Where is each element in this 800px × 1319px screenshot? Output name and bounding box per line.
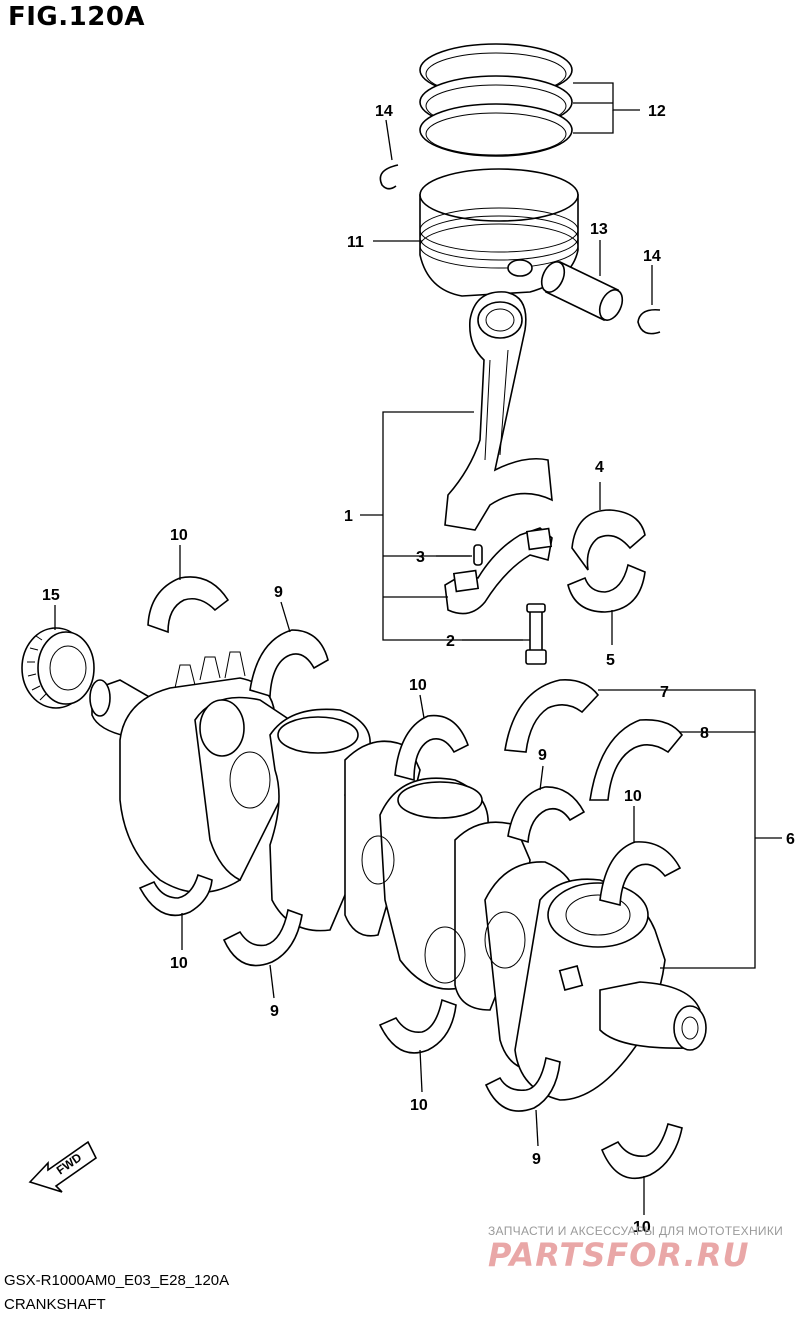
callout-labels: 1 2 3 4 5 6 7 8 9 9 9 9 10 10 10 10 10 1… xyxy=(42,103,795,1236)
callout-10-top: 10 xyxy=(170,527,188,544)
thrust-bearing-7[interactable] xyxy=(504,678,600,753)
main-bearing-9-top[interactable] xyxy=(249,629,329,698)
callout-8: 8 xyxy=(700,725,709,742)
main-bearing-10-right[interactable] xyxy=(599,841,682,907)
watermark-text: ЗАПЧАСТИ И АКСЕССУАРЫ ДЛЯ МОТОТЕХНИКИ xyxy=(488,1224,784,1238)
diagram-name: CRANKSHAFT xyxy=(4,1296,106,1313)
callout-10-lower-left: 10 xyxy=(170,955,188,972)
main-bearing-9-lower-left[interactable] xyxy=(222,908,303,967)
diagram-code: GSX-R1000AM0_E03_E28_120A xyxy=(4,1272,230,1289)
callout-10-bottom: 10 xyxy=(633,1219,651,1236)
conrod-bearing-upper[interactable] xyxy=(571,509,646,571)
callout-10-right: 10 xyxy=(624,788,642,805)
crankshaft[interactable] xyxy=(89,651,707,1101)
callout-1: 1 xyxy=(344,508,353,525)
piston-pin[interactable] xyxy=(537,258,627,323)
fwd-arrow-icon: FWD xyxy=(28,1140,98,1193)
main-bearing-9-mid[interactable] xyxy=(507,786,586,844)
thrust-bearing-8[interactable] xyxy=(589,718,684,801)
callout-6: 6 xyxy=(786,831,795,848)
main-bearing-10-lower-left[interactable] xyxy=(138,873,213,917)
callout-3: 3 xyxy=(416,549,425,566)
callout-9-lower-right: 9 xyxy=(532,1151,541,1168)
callout-14-upper: 14 xyxy=(375,103,393,120)
callout-11: 11 xyxy=(347,234,364,251)
callout-9-mid: 9 xyxy=(538,747,547,764)
rod-bolt[interactable] xyxy=(525,603,547,665)
figure-title: FIG.120A xyxy=(8,2,146,32)
watermark-logo[interactable]: PARTSFOR.RU xyxy=(488,1236,750,1274)
connecting-rod-cap[interactable] xyxy=(444,527,553,615)
callout-10-lower-mid: 10 xyxy=(410,1097,428,1114)
crank-gear[interactable] xyxy=(21,627,95,709)
callout-10-mid: 10 xyxy=(409,677,427,694)
callout-2: 2 xyxy=(446,633,455,650)
conrod-bearing-lower[interactable] xyxy=(567,563,646,613)
callout-7: 7 xyxy=(660,684,669,701)
callout-14-lower: 14 xyxy=(643,248,661,265)
main-bearing-10-top[interactable] xyxy=(147,576,230,634)
callout-15: 15 xyxy=(42,587,60,604)
callout-12: 12 xyxy=(648,103,666,120)
main-bearing-10-lower-mid[interactable] xyxy=(378,998,457,1054)
circlip-upper[interactable] xyxy=(379,164,399,190)
callout-5: 5 xyxy=(606,652,615,669)
main-bearing-10-mid[interactable] xyxy=(394,714,469,782)
callout-13: 13 xyxy=(590,221,608,238)
piston[interactable] xyxy=(419,168,579,297)
circlip-lower[interactable] xyxy=(637,308,661,335)
callout-4: 4 xyxy=(595,459,604,476)
callout-9-lower-left: 9 xyxy=(270,1003,279,1020)
main-bearing-10-lower-right[interactable] xyxy=(600,1123,683,1180)
dowel-pin[interactable] xyxy=(473,544,483,566)
connecting-rod[interactable] xyxy=(444,291,553,531)
piston-rings[interactable] xyxy=(419,43,573,157)
main-bearing-9-lower-mid[interactable] xyxy=(484,1056,561,1112)
callout-9-top: 9 xyxy=(274,584,283,601)
